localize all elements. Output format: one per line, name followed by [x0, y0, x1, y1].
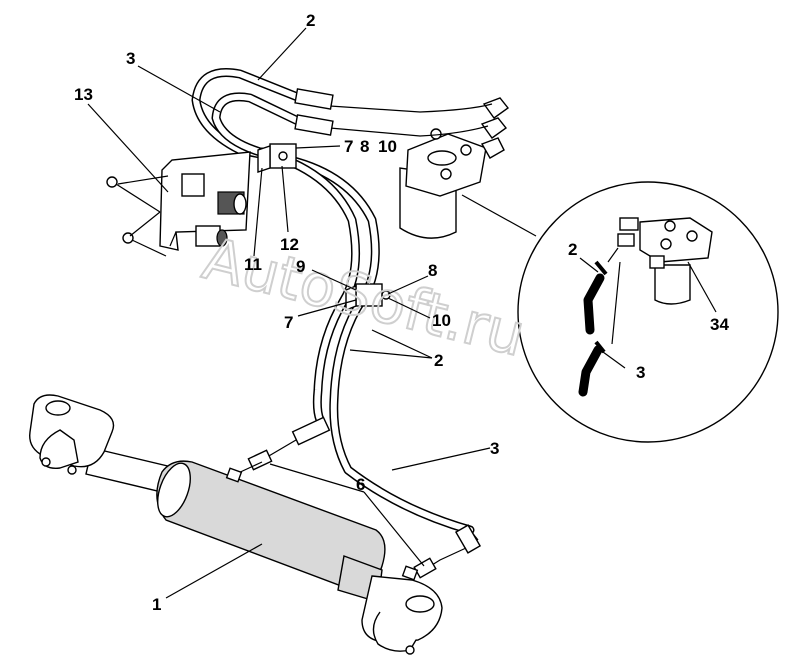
label-2-inset: 2 — [568, 240, 577, 259]
label-9: 9 — [296, 257, 305, 276]
clamp-upper — [257, 143, 297, 173]
label-11: 11 — [244, 255, 262, 274]
label-3-top: 3 — [126, 49, 135, 68]
label-7-upper: 7 — [344, 137, 353, 156]
label-6: 6 — [356, 475, 365, 494]
inset-hose-2 — [583, 273, 605, 335]
label-7-lower: 7 — [284, 313, 293, 332]
label-2-mid: 2 — [434, 351, 443, 370]
clamp-lower — [345, 283, 391, 312]
inset-detail: 2 3 34 — [517, 181, 779, 443]
inset-leader — [461, 194, 537, 237]
label-8-upper: 8 — [360, 137, 369, 156]
label-2-top: 2 — [306, 11, 315, 30]
inset-valve-body — [654, 264, 691, 305]
steering-valve — [399, 97, 510, 239]
watermark: AutoSoft.ru — [197, 224, 532, 369]
label-34: 34 — [710, 315, 729, 334]
label-1: 1 — [152, 595, 161, 614]
inset-valve-head — [639, 217, 713, 263]
label-10-lower: 10 — [432, 311, 451, 330]
inset-hose-3 — [578, 345, 603, 397]
label-10-upper: 10 — [378, 137, 397, 156]
label-13: 13 — [74, 85, 93, 104]
hydraulic-cylinder — [29, 394, 443, 655]
label-3-inset: 3 — [636, 363, 645, 382]
bracket-13 — [106, 151, 251, 257]
label-12: 12 — [280, 235, 299, 254]
label-3-right: 3 — [490, 439, 499, 458]
hoses — [191, 68, 493, 579]
label-8-lower: 8 — [428, 261, 437, 280]
callouts: 2 3 13 7 8 10 11 12 9 8 7 10 2 3 — [74, 11, 499, 614]
